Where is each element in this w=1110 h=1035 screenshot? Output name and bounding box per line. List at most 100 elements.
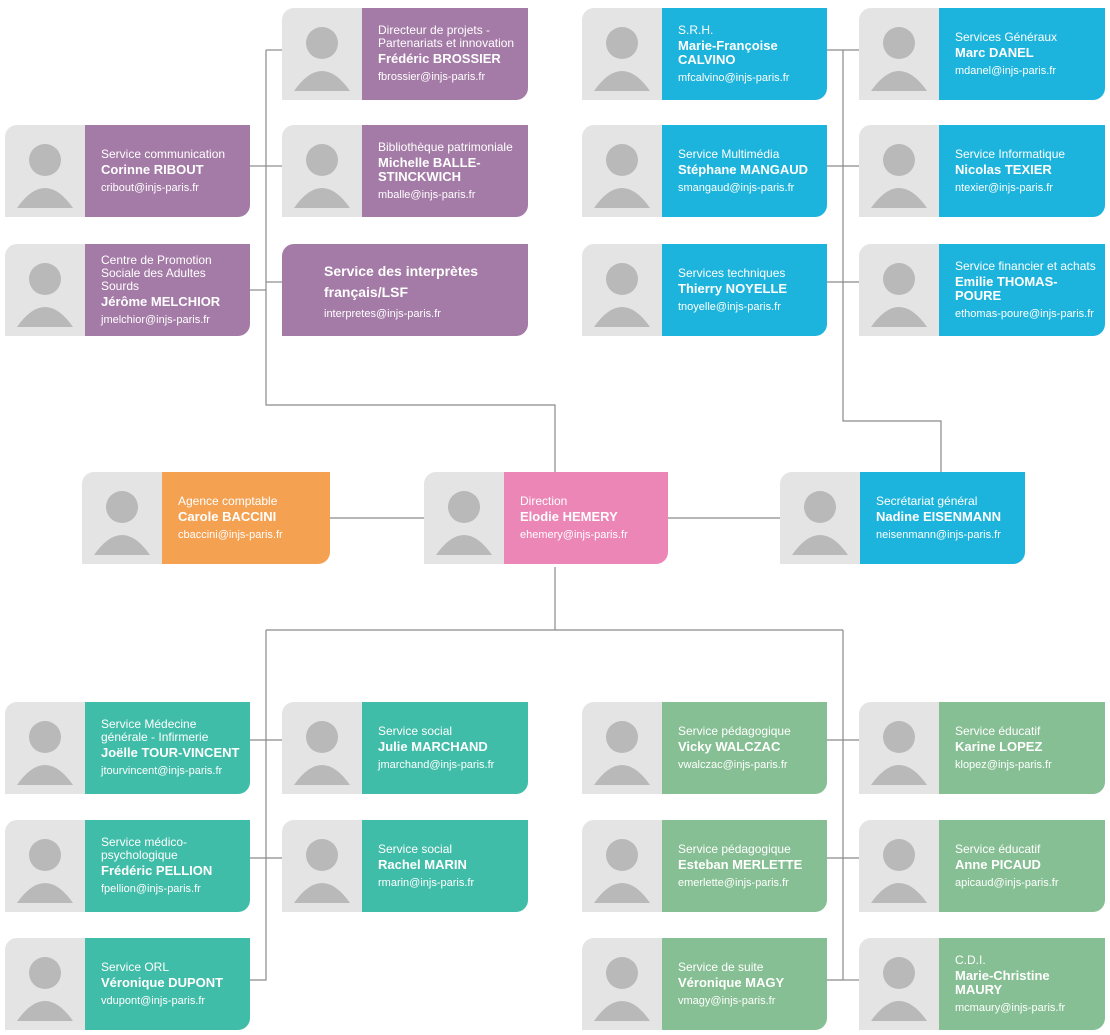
email-link[interactable]: interpretes@injs-paris.fr bbox=[324, 308, 441, 320]
role-label: Directeur de projets - Partenariats et i… bbox=[378, 23, 515, 50]
person-name: Marie-Françoise CALVINO bbox=[678, 37, 778, 67]
card-joelle-tour-vincent: Service Médecine générale - Infirmerie J… bbox=[5, 702, 250, 794]
person-name: Stéphane MANGAUD bbox=[678, 161, 809, 177]
card-stephane-mangaud: Service Multimédia Stéphane MANGAUD sman… bbox=[582, 125, 827, 217]
card-service-interpretes: Service des interprètes français/LSF int… bbox=[282, 244, 528, 336]
email-link[interactable]: vdupont@injs-paris.fr bbox=[101, 994, 206, 1007]
email-link[interactable]: jmelchior@injs-paris.fr bbox=[101, 313, 210, 326]
role-label: Service médico-psychologique bbox=[101, 835, 188, 862]
card-jerome-melchior: Centre de Promotion Sociale des Adultes … bbox=[5, 244, 250, 336]
email-link[interactable]: emerlette@injs-paris.fr bbox=[678, 876, 789, 889]
card-emilie-thomas-poure: Service financier et achats Emilie THOMA… bbox=[859, 244, 1105, 336]
role-label: Services techniques bbox=[678, 265, 786, 280]
card-frederic-pellion: Service médico-psychologique Frédéric PE… bbox=[5, 820, 250, 912]
service-name: Service des interprètes français/LSF bbox=[324, 263, 479, 300]
email-link[interactable]: mcmaury@injs-paris.fr bbox=[955, 1001, 1066, 1014]
role-label: Service ORL bbox=[101, 959, 170, 974]
person-name: Frédéric PELLION bbox=[101, 863, 213, 878]
role-label: Services Généraux bbox=[955, 29, 1058, 44]
email-link[interactable]: neisenmann@injs-paris.fr bbox=[876, 528, 1001, 541]
person-photo bbox=[859, 8, 939, 100]
card-info: C.D.I. Marie-Christine MAURY mcmaury@inj… bbox=[939, 938, 1105, 1030]
email-link[interactable]: mfcalvino@injs-paris.fr bbox=[678, 71, 790, 84]
card-info: Service social Julie MARCHAND jmarchand@… bbox=[362, 702, 528, 794]
email-link[interactable]: mdanel@injs-paris.fr bbox=[955, 64, 1057, 77]
role-label: Secrétariat général bbox=[876, 493, 978, 508]
person-photo bbox=[859, 125, 939, 217]
card-elodie-hemery: Direction Elodie HEMERY ehemery@injs-par… bbox=[424, 472, 668, 564]
person-name: Michelle BALLE-STINCKWICH bbox=[378, 154, 481, 184]
person-name: Thierry NOYELLE bbox=[678, 280, 788, 296]
email-link[interactable]: vwalczac@injs-paris.fr bbox=[678, 758, 788, 771]
role-label: Service Multimédia bbox=[678, 146, 780, 161]
email-link[interactable]: ntexier@injs-paris.fr bbox=[955, 181, 1053, 194]
person-photo bbox=[859, 244, 939, 336]
card-info: Direction Elodie HEMERY ehemery@injs-par… bbox=[504, 472, 668, 564]
role-label: Service de suite bbox=[678, 959, 764, 974]
card-esteban-merlette: Service pédagogique Esteban MERLETTE eme… bbox=[582, 820, 827, 912]
email-link[interactable]: rmarin@injs-paris.fr bbox=[378, 876, 475, 889]
person-name: Elodie HEMERY bbox=[520, 508, 618, 524]
email-link[interactable]: apicaud@injs-paris.fr bbox=[955, 876, 1059, 889]
card-karine-lopez: Service éducatif Karine LOPEZ klopez@inj… bbox=[859, 702, 1105, 794]
card-info: Service pédagogique Vicky WALCZAC vwalcz… bbox=[662, 702, 827, 794]
card-info: S.R.H. Marie-Françoise CALVINO mfcalvino… bbox=[662, 8, 827, 100]
person-photo bbox=[282, 702, 362, 794]
person-name: Joëlle TOUR-VINCENT bbox=[101, 745, 240, 760]
email-link[interactable]: cribout@injs-paris.fr bbox=[101, 181, 199, 194]
email-link[interactable]: ehemery@injs-paris.fr bbox=[520, 528, 628, 541]
card-info: Bibliothèque patrimoniale Michelle BALLE… bbox=[362, 125, 528, 217]
role-label: Bibliothèque patrimoniale bbox=[378, 139, 513, 154]
person-name: Marie-Christine MAURY bbox=[955, 967, 1050, 997]
role-label: Service Médecine générale - Infirmerie bbox=[101, 717, 209, 744]
email-link[interactable]: vmagy@injs-paris.fr bbox=[678, 994, 776, 1007]
card-thierry-noyelle: Services techniques Thierry NOYELLE tnoy… bbox=[582, 244, 827, 336]
person-photo bbox=[5, 244, 85, 336]
email-link[interactable]: cbaccini@injs-paris.fr bbox=[178, 528, 283, 541]
role-label: Service éducatif bbox=[955, 841, 1041, 856]
email-link[interactable]: fpellion@injs-paris.fr bbox=[101, 883, 201, 895]
card-anne-picaud: Service éducatif Anne PICAUD apicaud@inj… bbox=[859, 820, 1105, 912]
card-info: Service éducatif Karine LOPEZ klopez@inj… bbox=[939, 702, 1105, 794]
role-label: Centre de Promotion Sociale des Adultes … bbox=[101, 252, 212, 293]
card-info: Service financier et achats Emilie THOMA… bbox=[939, 244, 1105, 336]
person-name: Corinne RIBOUT bbox=[101, 161, 204, 177]
role-label: Service social bbox=[378, 841, 453, 856]
card-veronique-dupont: Service ORL Véronique DUPONT vdupont@inj… bbox=[5, 938, 250, 1030]
role-label: Agence comptable bbox=[178, 493, 278, 508]
card-info: Service social Rachel MARIN rmarin@injs-… bbox=[362, 820, 528, 912]
email-link[interactable]: ethomas-poure@injs-paris.fr bbox=[955, 307, 1094, 320]
card-info: Centre de Promotion Sociale des Adultes … bbox=[85, 244, 250, 336]
card-info: Service éducatif Anne PICAUD apicaud@inj… bbox=[939, 820, 1105, 912]
card-info: Service médico-psychologique Frédéric PE… bbox=[85, 820, 250, 912]
card-info: Service Informatique Nicolas TEXIER ntex… bbox=[939, 125, 1105, 217]
card-carole-baccini: Agence comptable Carole BACCINI cbaccini… bbox=[82, 472, 330, 564]
card-info: Agence comptable Carole BACCINI cbaccini… bbox=[162, 472, 330, 564]
email-link[interactable]: mballe@injs-paris.fr bbox=[378, 188, 476, 201]
role-label: Service financier et achats bbox=[955, 258, 1096, 273]
person-name: Nadine EISENMANN bbox=[876, 508, 1001, 524]
card-michelle-balle-stinckwich: Bibliothèque patrimoniale Michelle BALLE… bbox=[282, 125, 528, 217]
person-photo bbox=[859, 702, 939, 794]
card-info: Directeur de projets - Partenariats et i… bbox=[362, 8, 528, 100]
email-link[interactable]: smangaud@injs-paris.fr bbox=[678, 181, 795, 194]
person-photo bbox=[5, 125, 85, 217]
person-photo bbox=[582, 244, 662, 336]
card-julie-marchand: Service social Julie MARCHAND jmarchand@… bbox=[282, 702, 528, 794]
email-link[interactable]: tnoyelle@injs-paris.fr bbox=[678, 300, 781, 313]
person-photo bbox=[5, 702, 85, 794]
card-veronique-magy: Service de suite Véronique MAGY vmagy@in… bbox=[582, 938, 827, 1030]
person-name: Véronique DUPONT bbox=[101, 974, 224, 990]
role-label: C.D.I. bbox=[955, 952, 986, 967]
email-link[interactable]: fbrossier@injs-paris.fr bbox=[378, 71, 486, 83]
email-link[interactable]: klopez@injs-paris.fr bbox=[955, 758, 1052, 771]
email-link[interactable]: jtourvincent@injs-paris.fr bbox=[101, 765, 223, 777]
card-vicky-walczac: Service pédagogique Vicky WALCZAC vwalcz… bbox=[582, 702, 827, 794]
email-link[interactable]: jmarchand@injs-paris.fr bbox=[378, 758, 495, 771]
card-frederic-brossier: Directeur de projets - Partenariats et i… bbox=[282, 8, 528, 100]
person-name: Rachel MARIN bbox=[378, 856, 467, 872]
person-photo bbox=[5, 820, 85, 912]
role-label: Service éducatif bbox=[955, 723, 1041, 738]
person-name: Karine LOPEZ bbox=[955, 738, 1043, 754]
